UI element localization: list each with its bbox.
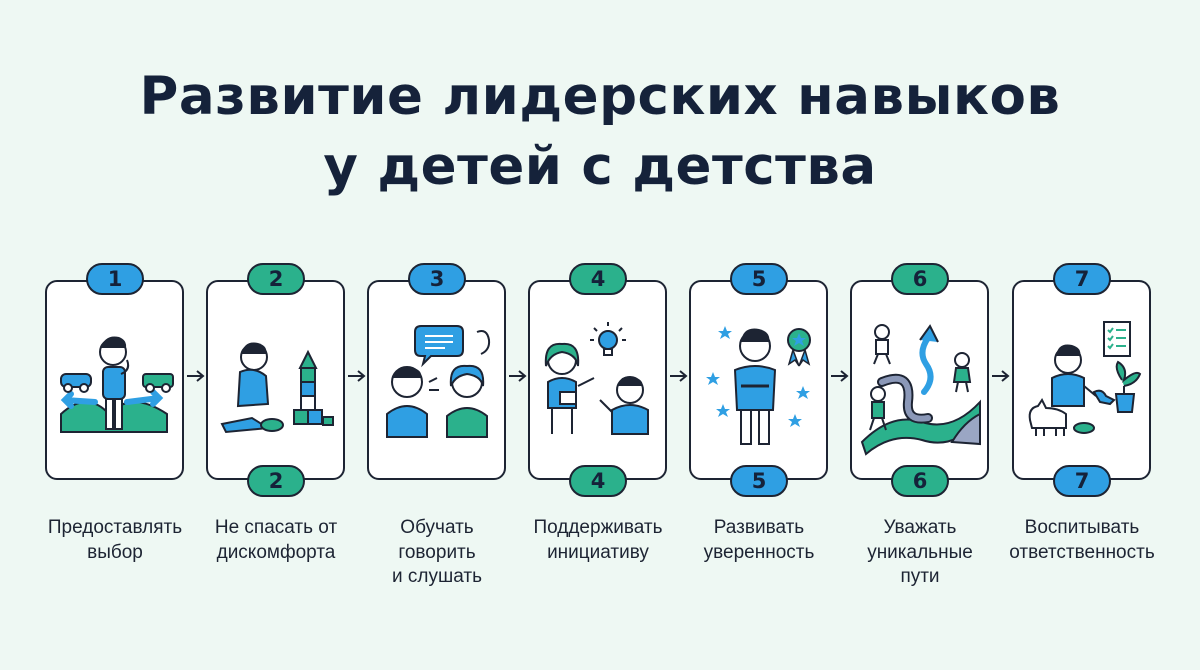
title-line-1: Развитие лидерских навыков xyxy=(139,66,1061,127)
children-different-paths-icon xyxy=(860,324,981,456)
step-card-6 xyxy=(850,280,989,480)
step-badge-1-top: 1 xyxy=(86,263,144,295)
step-badge-4-top: 4 xyxy=(569,263,627,295)
page-title: Развитие лидерских навыков у детей с дет… xyxy=(0,62,1200,202)
child-choosing-between-toys-icon xyxy=(60,336,174,433)
title-line-2: у детей с детства xyxy=(323,136,877,197)
step-badge-3-top: 3 xyxy=(408,263,466,295)
step-caption-1: Предоставлять выбор xyxy=(47,517,183,563)
arrow-right-icon xyxy=(831,370,849,382)
arrow-right-icon xyxy=(670,370,688,382)
step-caption-2: Не спасать от дискомфорта xyxy=(214,517,338,563)
step-badge-2-top: 2 xyxy=(247,263,305,295)
confident-child-medal-icon xyxy=(706,326,811,445)
child-tying-shoe-blocks-icon xyxy=(220,342,334,434)
step-badge-6-top: 6 xyxy=(891,263,949,295)
step-card-5 xyxy=(689,280,828,480)
arrow-right-icon xyxy=(348,370,366,382)
step-badge-7-top: 7 xyxy=(1053,263,1111,295)
step-caption-7: Воспитывать ответственность xyxy=(1009,517,1155,563)
step-caption-3: Обучать говорить и слушать xyxy=(392,517,482,587)
step-caption-5: Развивать уверенность xyxy=(703,517,815,563)
step-card-2 xyxy=(206,280,345,480)
child-caring-pet-plant-icon xyxy=(1028,321,1142,436)
step-badge-5-top: 5 xyxy=(730,263,788,295)
arrow-right-icon xyxy=(187,370,205,382)
step-caption-6: Уважать уникальные пути xyxy=(867,517,973,587)
step-card-3 xyxy=(367,280,506,480)
step-badge-5-bottom: 5 xyxy=(730,465,788,497)
children-idea-lightbulb-icon xyxy=(544,322,649,435)
step-card-1 xyxy=(45,280,184,480)
children-talking-listening-icon xyxy=(386,325,491,438)
arrow-right-icon xyxy=(992,370,1010,382)
arrow-right-icon xyxy=(509,370,527,382)
step-badge-2-bottom: 2 xyxy=(247,465,305,497)
step-caption-4: Поддерживать инициативу xyxy=(533,517,663,563)
step-card-7 xyxy=(1012,280,1151,480)
step-badge-7-bottom: 7 xyxy=(1053,465,1111,497)
step-badge-4-bottom: 4 xyxy=(569,465,627,497)
step-card-4 xyxy=(528,280,667,480)
step-badge-6-bottom: 6 xyxy=(891,465,949,497)
